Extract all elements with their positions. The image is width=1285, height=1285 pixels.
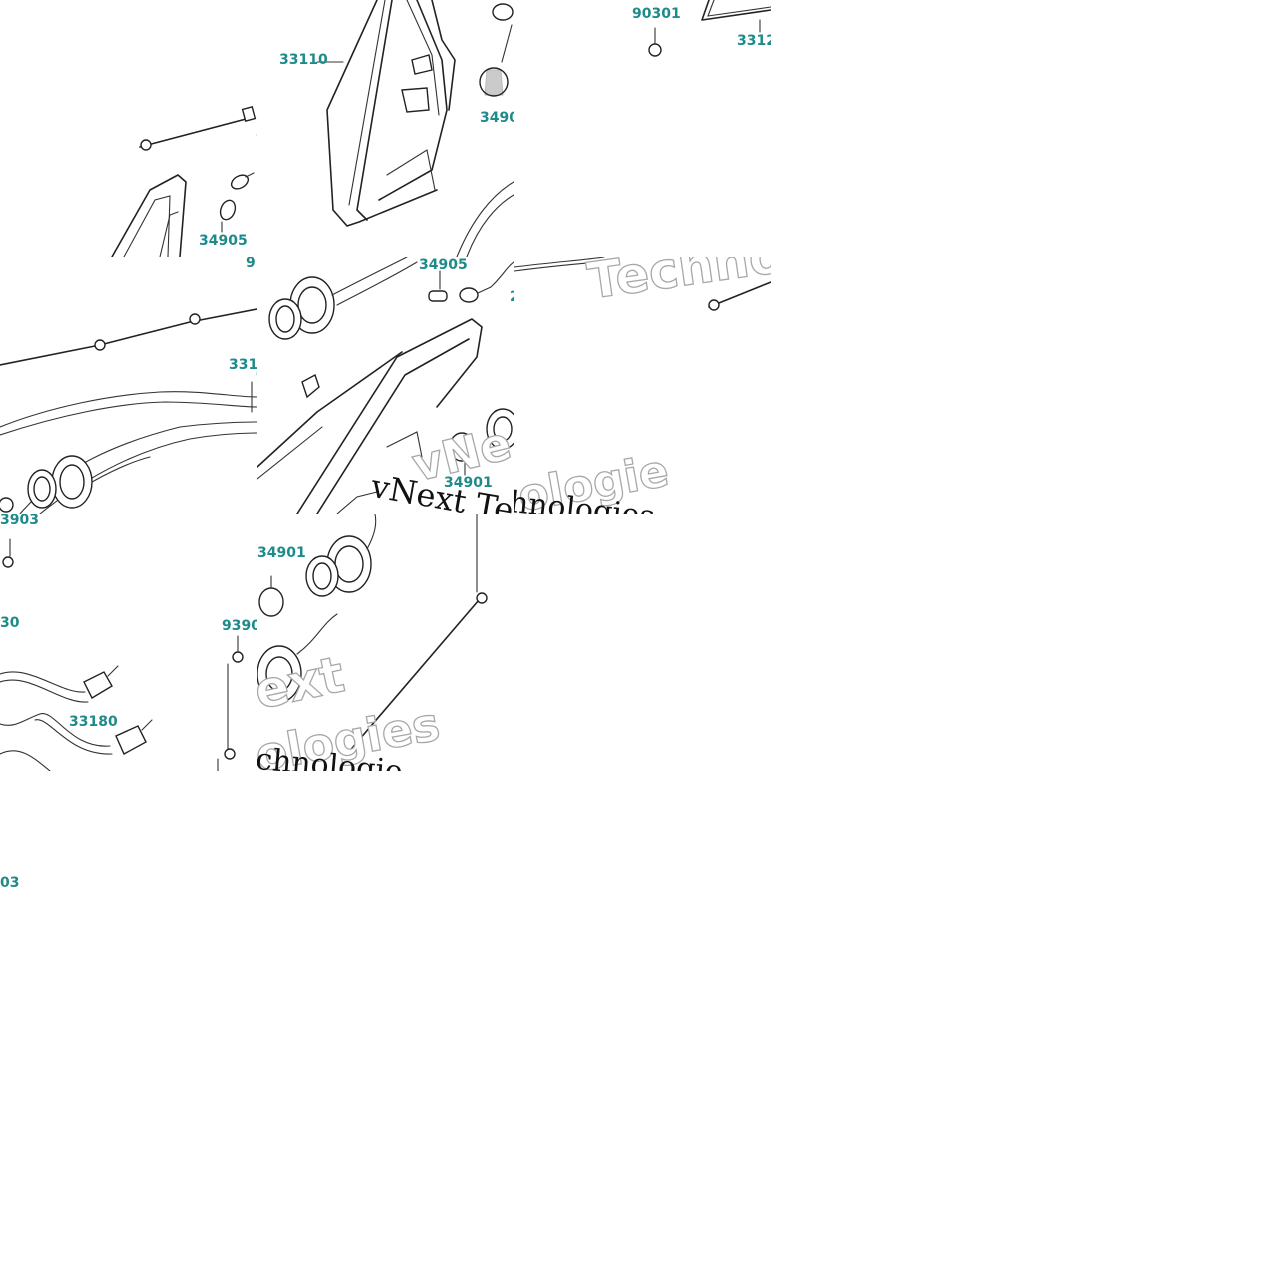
diagram-tile-headlight-frame: vNe vNext Tec 34905 20 34901 — [257, 257, 514, 514]
part-label-331: 331 — [229, 357, 257, 373]
parts-drawing — [257, 514, 488, 755]
part-label-34905: 34905 — [419, 257, 468, 273]
diagram-tile-watermark-right: Techno ologie hnologies — [514, 257, 771, 514]
part-label-9390: 9390 — [222, 618, 257, 634]
parts-drawing — [514, 257, 771, 311]
part-label-90301: 90301 — [632, 6, 681, 22]
part-label-9: 9 — [246, 257, 256, 271]
parts-drawing — [0, 308, 257, 514]
parts-drawing — [257, 257, 514, 514]
part-label-3903: 3903 — [0, 514, 39, 528]
part-label-34901: 3490 — [480, 110, 514, 126]
part-label-01: 01 — [256, 367, 257, 383]
diagram-tile-wiring-left: 331 01 9 — [0, 257, 257, 514]
part-label-3312: 3312 — [737, 33, 771, 49]
diagram-tile-harness-connectors: 3903 30 33180 9390 — [0, 514, 257, 771]
part-label-30: 30 — [0, 615, 20, 631]
part-label-20: 20 — [510, 289, 514, 305]
parts-drawing — [316, 0, 514, 257]
part-label-34901: 34901 — [444, 475, 493, 491]
parts-drawing — [648, 0, 771, 57]
part-label-33180: 33180 — [69, 714, 118, 730]
part-label-34901: 34901 — [257, 545, 306, 561]
part-label-90301: 90301 — [256, 130, 257, 146]
part-label-33110: 33110 — [279, 52, 328, 68]
diagram-tile-nut-lens: 90301 3312 — [514, 0, 771, 257]
diagram-tile-bolt-socket: 34905 90301 — [0, 0, 257, 257]
parts-drawing — [0, 538, 244, 771]
part-label-34905: 34905 — [199, 233, 248, 249]
diagram-tile-headlight-housing: 33110 3490 — [257, 0, 514, 257]
diagram-tile-sockets-wire: ext ologies chnologie 34901 — [257, 514, 514, 771]
diagram-tile-fragment: 03 — [0, 771, 257, 1028]
parts-drawing — [111, 106, 257, 257]
part-label-03: 03 — [0, 875, 20, 891]
